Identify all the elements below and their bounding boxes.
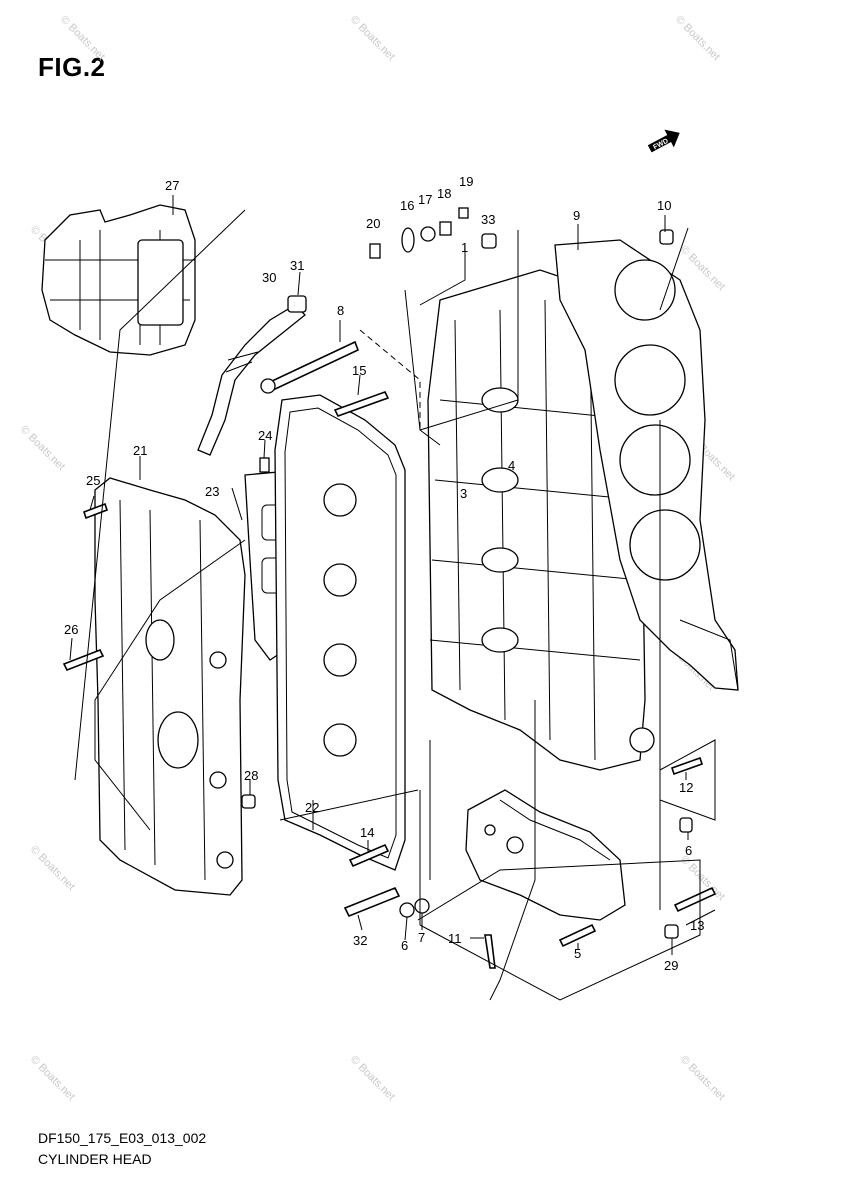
callout-10: 9 bbox=[573, 208, 580, 223]
watermark: © Boats.net bbox=[348, 1054, 397, 1103]
callout-12: 11 bbox=[448, 931, 462, 946]
part-5-bolt bbox=[558, 923, 597, 948]
callout-4: 4 bbox=[508, 458, 515, 473]
callout-25: 24 bbox=[258, 428, 272, 443]
callout-29: 28 bbox=[244, 768, 258, 783]
watermark: © Boats.net bbox=[18, 424, 67, 473]
part-lower-housing bbox=[465, 789, 626, 921]
part-22-valve-cover bbox=[94, 477, 246, 896]
callout-5: 5 bbox=[574, 946, 581, 961]
part-13-bolt bbox=[670, 756, 704, 776]
callout-17: 16 bbox=[400, 198, 414, 213]
callout-8: 7 bbox=[418, 930, 425, 945]
watermark: © Boats.net bbox=[348, 14, 397, 63]
part-23-gasket bbox=[274, 394, 406, 871]
part-32-sensor bbox=[343, 886, 401, 918]
callout-30: 30 bbox=[262, 270, 276, 285]
part-25-bolt bbox=[259, 457, 270, 473]
part-10-head-gasket bbox=[554, 239, 739, 691]
part-17-sensor bbox=[401, 227, 415, 253]
part-33-plug bbox=[481, 233, 497, 249]
part-15-bolt bbox=[348, 843, 390, 868]
part-12-bolt bbox=[484, 934, 496, 969]
part-9-bolt bbox=[268, 340, 360, 392]
callout-27: 26 bbox=[64, 622, 78, 637]
part-16-bolt bbox=[333, 391, 390, 417]
callout-labels: 27 30 31 8 15 20 16 17 18 19 33 1 9 10 2… bbox=[64, 174, 704, 973]
part-29-cap bbox=[664, 924, 679, 939]
diagram-code: DF150_175_E03_013_002 bbox=[38, 1130, 207, 1146]
callout-23: 22 bbox=[305, 800, 319, 815]
diagram-title: CYLINDER HEAD bbox=[38, 1151, 152, 1167]
callout-7: 6 bbox=[401, 938, 408, 953]
part-19-part bbox=[439, 221, 452, 236]
watermark: © Boats.net bbox=[58, 14, 107, 63]
callout-32: 32 bbox=[353, 933, 367, 948]
part-20-bolt bbox=[458, 207, 469, 219]
callout-6: 6 bbox=[685, 843, 692, 858]
callout-33: 33 bbox=[481, 212, 495, 227]
part-1-cylinder-head bbox=[427, 269, 655, 771]
part-26-bolt bbox=[82, 502, 109, 520]
part-18-oring bbox=[420, 226, 436, 242]
part-7-washer bbox=[399, 902, 415, 918]
part-8-oring bbox=[414, 898, 430, 914]
watermark: © Boats.net bbox=[28, 844, 77, 893]
part-29-cap bbox=[241, 794, 256, 809]
callout-3: 3 bbox=[460, 486, 467, 501]
part-6-dowel bbox=[679, 817, 693, 833]
callout-14: 13 bbox=[690, 918, 704, 933]
callout-15: 14 bbox=[360, 825, 374, 840]
callout-9: 8 bbox=[337, 303, 344, 318]
part-21-bolt bbox=[369, 243, 381, 259]
callout-28: 27 bbox=[165, 178, 179, 193]
callout-18: 17 bbox=[418, 192, 432, 207]
watermark: © Boats.net bbox=[673, 14, 722, 63]
callout-31: 31 bbox=[290, 258, 304, 273]
callout-16: 15 bbox=[352, 363, 366, 378]
fwd-arrow-icon: FWD bbox=[647, 129, 680, 153]
leader-lines bbox=[69, 195, 739, 1001]
callout-21: 20 bbox=[366, 216, 380, 231]
callout-22: 21 bbox=[133, 443, 147, 458]
watermark: © Boats.net bbox=[678, 1054, 727, 1103]
callout-24: 23 bbox=[205, 484, 219, 499]
fwd-label: FWD bbox=[652, 138, 669, 152]
watermark: © Boats.net bbox=[28, 1054, 77, 1103]
callout-1: 1 bbox=[461, 240, 468, 255]
callout-26: 25 bbox=[86, 473, 100, 488]
callout-13: 12 bbox=[679, 780, 693, 795]
part-14-bolt bbox=[673, 886, 717, 913]
callout-19: 18 bbox=[437, 186, 451, 201]
part-11-dowel bbox=[659, 229, 674, 245]
callout-11: 10 bbox=[657, 198, 671, 213]
part-28-cover bbox=[41, 204, 196, 356]
figure-label: FIG.2 bbox=[38, 52, 106, 82]
watermark: © Boats.net bbox=[678, 244, 727, 293]
part-30-hose bbox=[197, 295, 307, 456]
callout-29b: 29 bbox=[664, 958, 678, 973]
callout-20: 19 bbox=[459, 174, 473, 189]
